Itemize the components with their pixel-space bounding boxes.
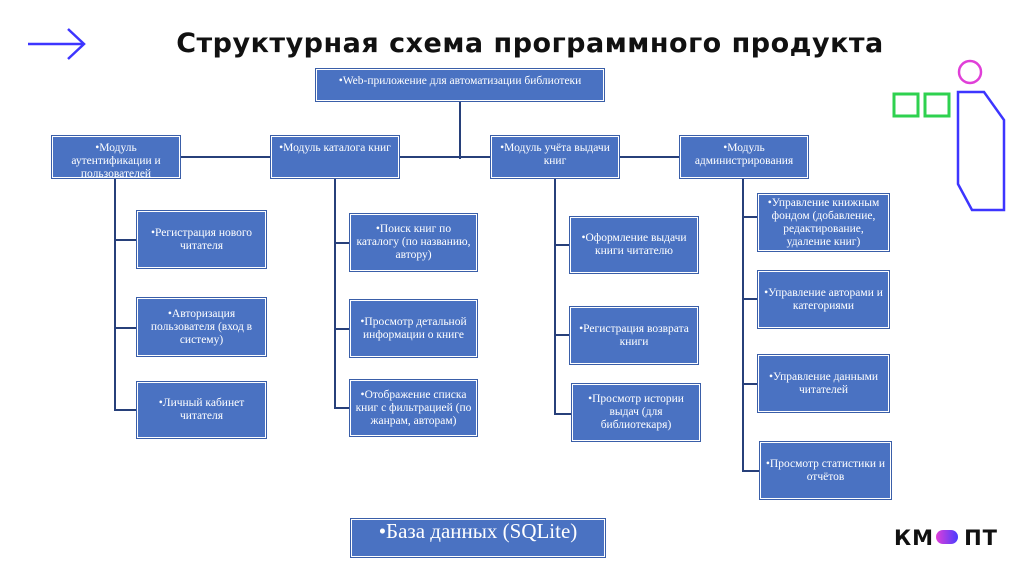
connector-line [334,328,350,330]
function-node: •Просмотр детальной информации о книге [350,300,477,357]
function-node: •Регистрация нового читателя [137,211,266,268]
connector-line [554,413,572,415]
connector-line [334,242,350,244]
logo-mark-icon [936,530,958,544]
logo-left-text: КМ [894,526,935,550]
function-node: •Авторизация пользователя (вход в систем… [137,298,266,356]
logo-right-text: ПТ [964,526,998,550]
function-node: •Отображение списка книг с фильтрацией (… [350,380,477,436]
connector-line [554,178,556,415]
function-node: •Регистрация возврата книги [570,307,698,364]
database-node: •База данных (SQLite) [351,519,605,557]
function-node: •Просмотр статистики и отчётов [760,442,891,499]
function-node: •Поиск книг по каталогу (по названию, ав… [350,214,477,271]
connector-line [742,216,758,218]
square-icon [892,92,920,118]
logo: КМ ПТ [894,526,998,550]
arrow-right-icon [28,28,86,60]
function-node: •Личный кабинет читателя [137,382,266,438]
connector-line [742,470,760,472]
connector-line [554,334,570,336]
connector-line [742,298,758,300]
function-node: •Управление авторами и категориями [758,271,889,328]
connector-line [180,156,271,158]
connector-line [114,327,137,329]
connector-line [619,156,680,158]
connector-line [554,244,570,246]
connector-line [742,383,758,385]
page-title: Структурная схема программного продукта [176,28,884,59]
circle-icon [957,59,983,85]
module-node-catalog: •Модуль каталога книг [271,136,399,178]
connector-line [459,101,461,159]
connector-line [114,178,116,410]
module-node-auth: •Модуль аутентификации и пользователей [52,136,180,180]
square-icon [923,92,951,118]
phone-outline-icon [956,90,1006,212]
decor-shapes [892,59,1006,212]
function-node: •Управление данными читателей [758,355,889,412]
connector-line [334,178,336,409]
connector-line [114,239,137,241]
function-node: •Управление книжным фондом (добавление, … [758,194,889,251]
module-node-loans: •Модуль учёта выдачи книг [491,136,619,178]
connector-line [742,178,744,472]
function-node: •Просмотр истории выдач (для библиотекар… [572,384,700,441]
function-node: •Оформление выдачи книги читателю [570,217,698,273]
root-node: •Web-приложение для автоматизации библио… [316,69,604,101]
connector-line [114,409,137,411]
connector-line [334,407,350,409]
module-node-admin: •Модуль администрирования [680,136,808,178]
connector-line [399,156,491,158]
